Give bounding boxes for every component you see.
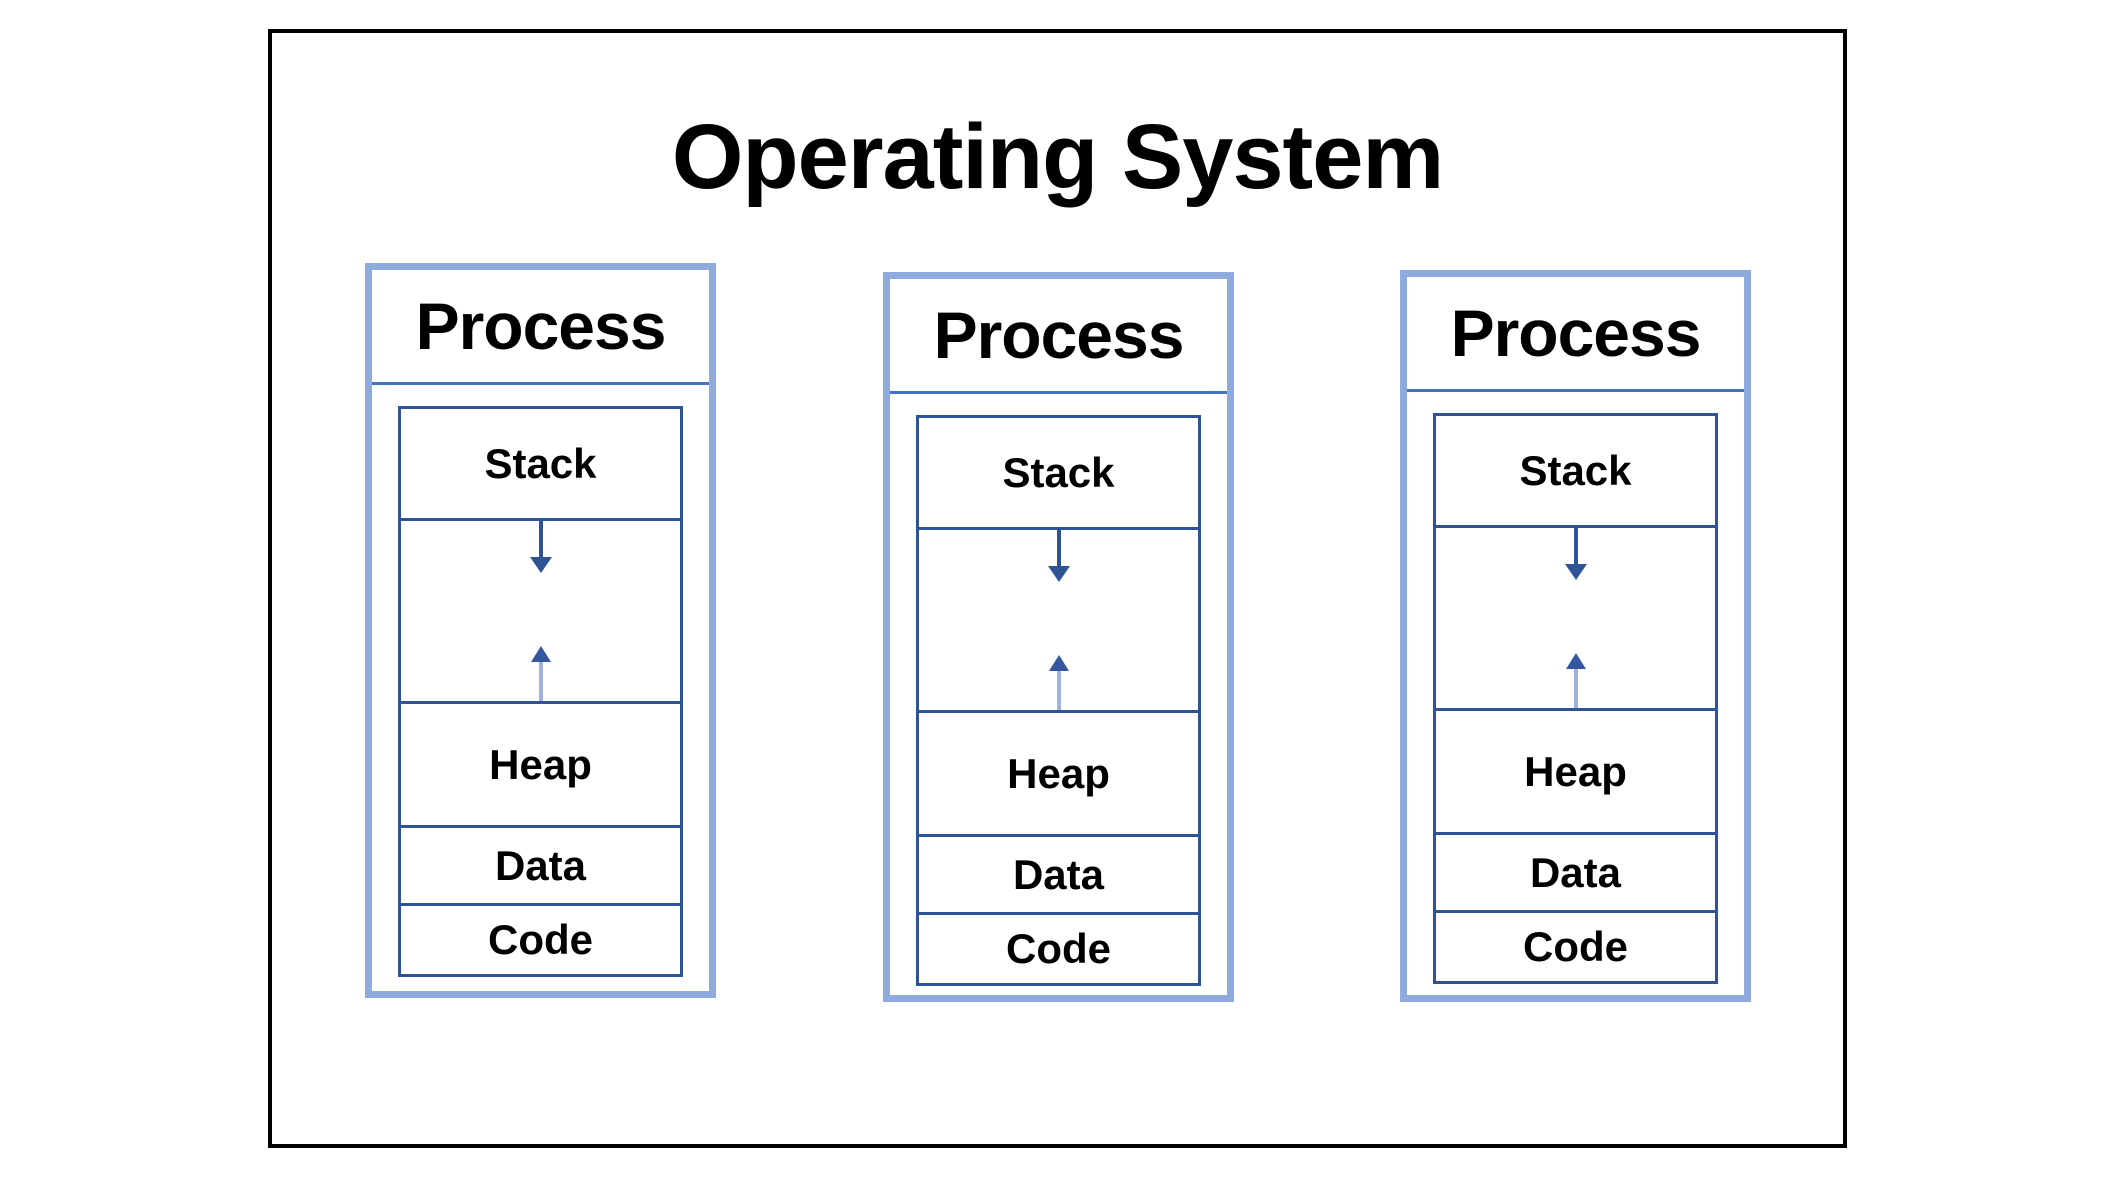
os-title: Operating System	[671, 106, 1444, 208]
memory-layout: Stack Heap Data	[916, 415, 1201, 986]
growth-gap-section	[1436, 525, 1715, 708]
growth-gap-section	[919, 527, 1198, 710]
code-section: Code	[1436, 910, 1715, 981]
process-title: Process	[372, 270, 709, 385]
process-box: Process Stack Heap	[365, 263, 716, 998]
data-label: Data	[1529, 848, 1622, 896]
heap-growth-arrow-icon	[530, 646, 551, 701]
stack-label: Stack	[1002, 448, 1115, 496]
data-section: Data	[401, 825, 680, 903]
process-body: Stack Heap Data	[1407, 392, 1744, 995]
arrow-head	[1048, 655, 1069, 671]
process-box: Process Stack Heap	[1400, 270, 1751, 1002]
process-title: Process	[1407, 277, 1744, 392]
process-box: Process Stack Heap	[883, 272, 1234, 1002]
heap-growth-arrow-icon	[1565, 653, 1586, 708]
process-body: Stack Heap Data	[372, 385, 709, 991]
stack-growth-arrow-icon	[529, 521, 552, 573]
code-label: Code	[1006, 925, 1111, 972]
arrow-head	[1565, 653, 1586, 669]
arrow-head	[1047, 566, 1070, 582]
process-body: Stack Heap Data	[890, 394, 1227, 995]
stack-section: Stack	[401, 409, 680, 518]
code-section: Code	[401, 903, 680, 974]
arrow-stem	[1573, 528, 1578, 564]
heap-label: Heap	[489, 740, 592, 788]
stack-growth-arrow-icon	[1564, 528, 1587, 580]
code-label: Code	[1523, 923, 1628, 970]
data-section: Data	[1436, 832, 1715, 910]
data-section: Data	[919, 834, 1198, 912]
os-boundary: Operating System Process Stack	[268, 29, 1847, 1148]
data-label: Data	[1012, 850, 1105, 898]
arrow-head	[1564, 564, 1587, 580]
heap-label: Heap	[1524, 747, 1627, 795]
growth-gap-section	[401, 518, 680, 701]
stack-label: Stack	[1519, 446, 1632, 494]
data-label: Data	[494, 841, 587, 889]
memory-layout: Stack Heap Data	[1433, 413, 1718, 984]
arrow-stem	[538, 662, 543, 701]
stack-label: Stack	[484, 439, 597, 487]
code-label: Code	[488, 916, 593, 963]
stack-growth-arrow-icon	[1047, 530, 1070, 582]
arrow-stem	[1573, 669, 1578, 708]
heap-section: Heap	[401, 701, 680, 825]
code-section: Code	[919, 912, 1198, 983]
heap-label: Heap	[1007, 749, 1110, 797]
heap-section: Heap	[919, 710, 1198, 834]
stack-section: Stack	[1436, 416, 1715, 525]
memory-layout: Stack Heap Data	[398, 406, 683, 977]
arrow-head	[529, 557, 552, 573]
heap-section: Heap	[1436, 708, 1715, 832]
stack-section: Stack	[919, 418, 1198, 527]
heap-growth-arrow-icon	[1048, 655, 1069, 710]
arrow-head	[530, 646, 551, 662]
arrow-stem	[1056, 530, 1061, 566]
arrow-stem	[538, 521, 543, 557]
process-title: Process	[890, 279, 1227, 394]
arrow-stem	[1056, 671, 1061, 710]
